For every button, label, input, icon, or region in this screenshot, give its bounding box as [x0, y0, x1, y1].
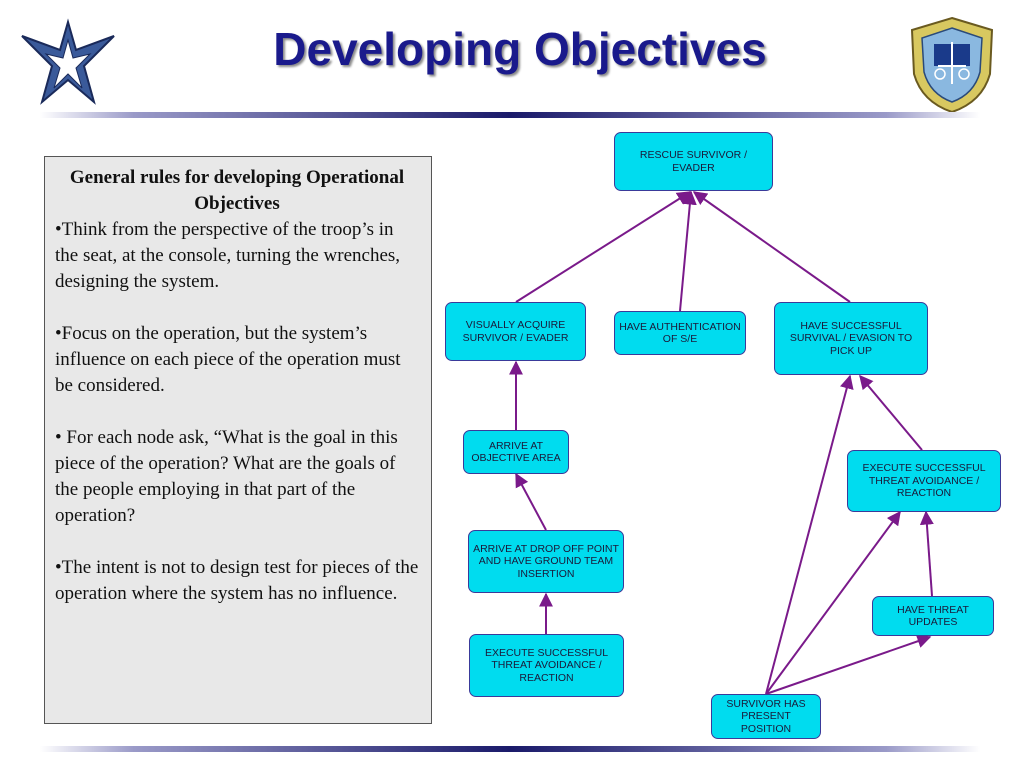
edge-survivor-to-threat-right [765, 510, 901, 695]
node-rescue-label: RESCUE SURVIVOR / EVADER [639, 149, 748, 174]
edge-threat-updates-to-threat-right [919, 510, 934, 597]
node-arrive-objective: ARRIVE AT OBJECTIVE AREA [463, 430, 569, 474]
node-threat-updates-label: HAVE THREAT UPDATES [897, 603, 969, 629]
bullet-2: •Focus on the operation, but the system’… [55, 323, 401, 396]
bullet-3: • For each node ask, “What is the goal i… [55, 427, 398, 526]
node-drop-off-point: ARRIVE AT DROP OFF POINT AND HAVE GROUND… [468, 530, 624, 593]
node-dropoff-label: ARRIVE AT DROP OFF POINT AND HAVE GROUND… [473, 542, 619, 580]
node-authentication: HAVE AUTHENTICATION OF S/E [614, 311, 746, 355]
edge-survival-to-rescue [692, 191, 851, 303]
node-threat-avoidance-left: EXECUTE SUCCESSFUL THREAT AVOIDANCE / RE… [469, 634, 624, 697]
test-evaluation-center-shield-logo [910, 16, 994, 114]
node-survival-label: HAVE SUCCESSFUL SURVIVAL / EVASION TO PI… [789, 319, 913, 357]
edge-dropoff-to-arrive-obj [515, 472, 547, 531]
edge-survivor-to-threat-updates [765, 634, 932, 695]
rules-heading: General rules for developing Operational… [69, 167, 405, 214]
node-survivor-label: SURVIVOR HAS PRESENT POSITION [726, 697, 806, 735]
bullet-4: •The intent is not to design test for pi… [55, 557, 419, 604]
edge-threat-right-to-survival [859, 374, 923, 451]
node-visually-acquire: VISUALLY ACQUIRE SURVIVOR / EVADER [445, 302, 586, 361]
node-auth-label: HAVE AUTHENTICATION OF S/E [619, 320, 741, 346]
bullet-1: •Think from the perspective of the troop… [55, 219, 401, 292]
top-divider [40, 112, 980, 118]
edge-auth-to-rescue [679, 190, 697, 312]
node-arrive-obj-label: ARRIVE AT OBJECTIVE AREA [471, 439, 561, 465]
slide-title: Developing Objectives [273, 23, 767, 75]
node-threat-left-label: EXECUTE SUCCESSFUL THREAT AVOIDANCE / RE… [484, 646, 609, 684]
node-threat-avoidance-right: EXECUTE SUCCESSFUL THREAT AVOIDANCE / RE… [847, 450, 1001, 512]
node-survivor-position: SURVIVOR HAS PRESENT POSITION [711, 694, 821, 739]
air-force-wings-logo [21, 18, 115, 105]
bottom-divider [40, 746, 980, 752]
rules-text-box: General rules for developing Operational… [44, 156, 432, 724]
edge-survivor-to-survival [765, 374, 854, 695]
node-threat-right-label: EXECUTE SUCCESSFUL THREAT AVOIDANCE / RE… [862, 462, 986, 500]
node-threat-updates: HAVE THREAT UPDATES [872, 596, 994, 636]
node-successful-survival: HAVE SUCCESSFUL SURVIVAL / EVASION TO PI… [774, 302, 928, 375]
node-rescue-survivor: RESCUE SURVIVOR / EVADER [614, 132, 773, 191]
edge-visually-to-rescue [515, 191, 692, 303]
node-visually-label: VISUALLY ACQUIRE SURVIVOR / EVADER [462, 319, 569, 344]
